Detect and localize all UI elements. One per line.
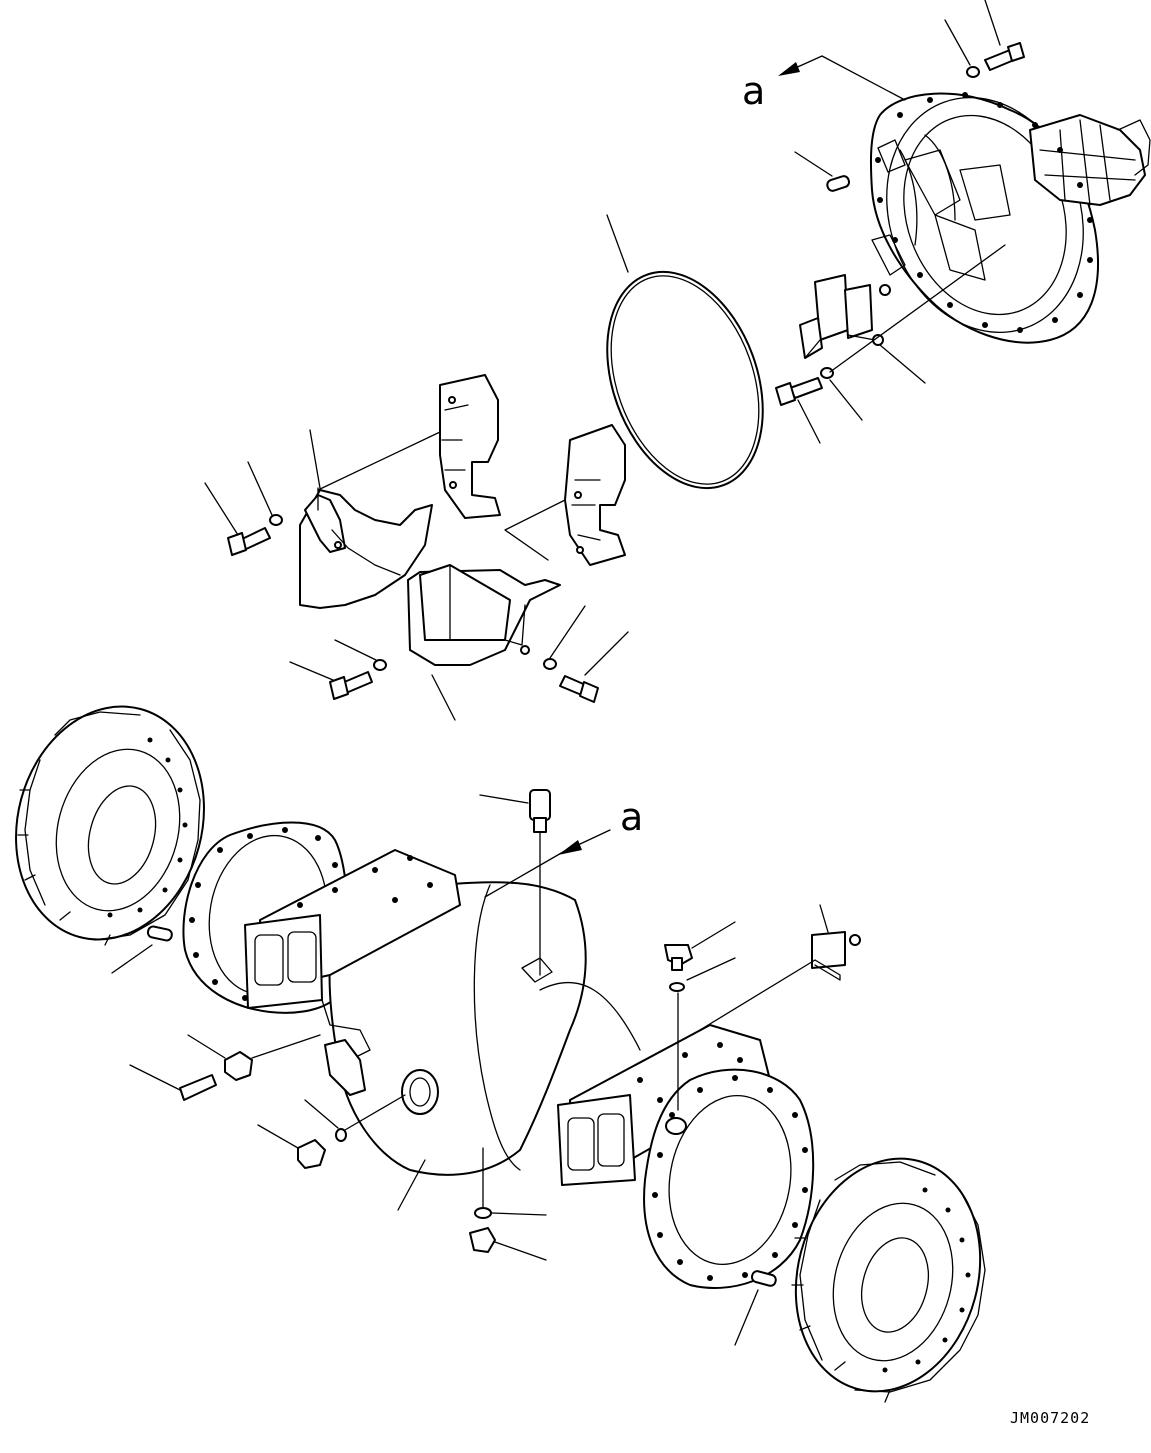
differential-carrier xyxy=(869,92,1151,344)
drawing-code: JM007202 xyxy=(1010,1409,1090,1427)
view-label-lower: a xyxy=(620,795,643,839)
axle-housing xyxy=(182,821,815,1289)
view-arrow-lower: a xyxy=(484,795,643,898)
drain-plug-bottom xyxy=(469,1147,547,1261)
clamp-leader-link xyxy=(317,431,566,561)
dowel-pin-right xyxy=(734,1270,777,1346)
brake-disc-right xyxy=(791,1157,986,1403)
cover-plate-left xyxy=(299,487,433,609)
name-plate xyxy=(699,904,861,1031)
dowel-pin-upper xyxy=(794,151,851,192)
drain-plug-right xyxy=(664,921,736,1111)
bolt-upper-left xyxy=(204,429,321,556)
bolt-washer-upper-right xyxy=(775,244,1006,444)
brake-disc-left xyxy=(15,705,205,946)
dowel-pin-left xyxy=(111,925,173,974)
bolt-lower-right xyxy=(543,605,629,703)
o-ring-large xyxy=(606,214,764,490)
cover-plate-right xyxy=(407,564,561,721)
carrier-mounting-bolt xyxy=(944,0,1025,78)
nut-stud-left xyxy=(129,1034,321,1101)
split-clamp-lower xyxy=(564,424,626,566)
bolt-lower-left xyxy=(289,639,387,700)
drain-plug-left xyxy=(257,1094,406,1169)
split-clamp-upper xyxy=(439,374,501,519)
view-arrow-upper: a xyxy=(742,55,906,113)
cover-plate-upper-right xyxy=(799,274,926,384)
view-label-upper: a xyxy=(742,69,765,113)
breather-plug xyxy=(479,789,553,983)
